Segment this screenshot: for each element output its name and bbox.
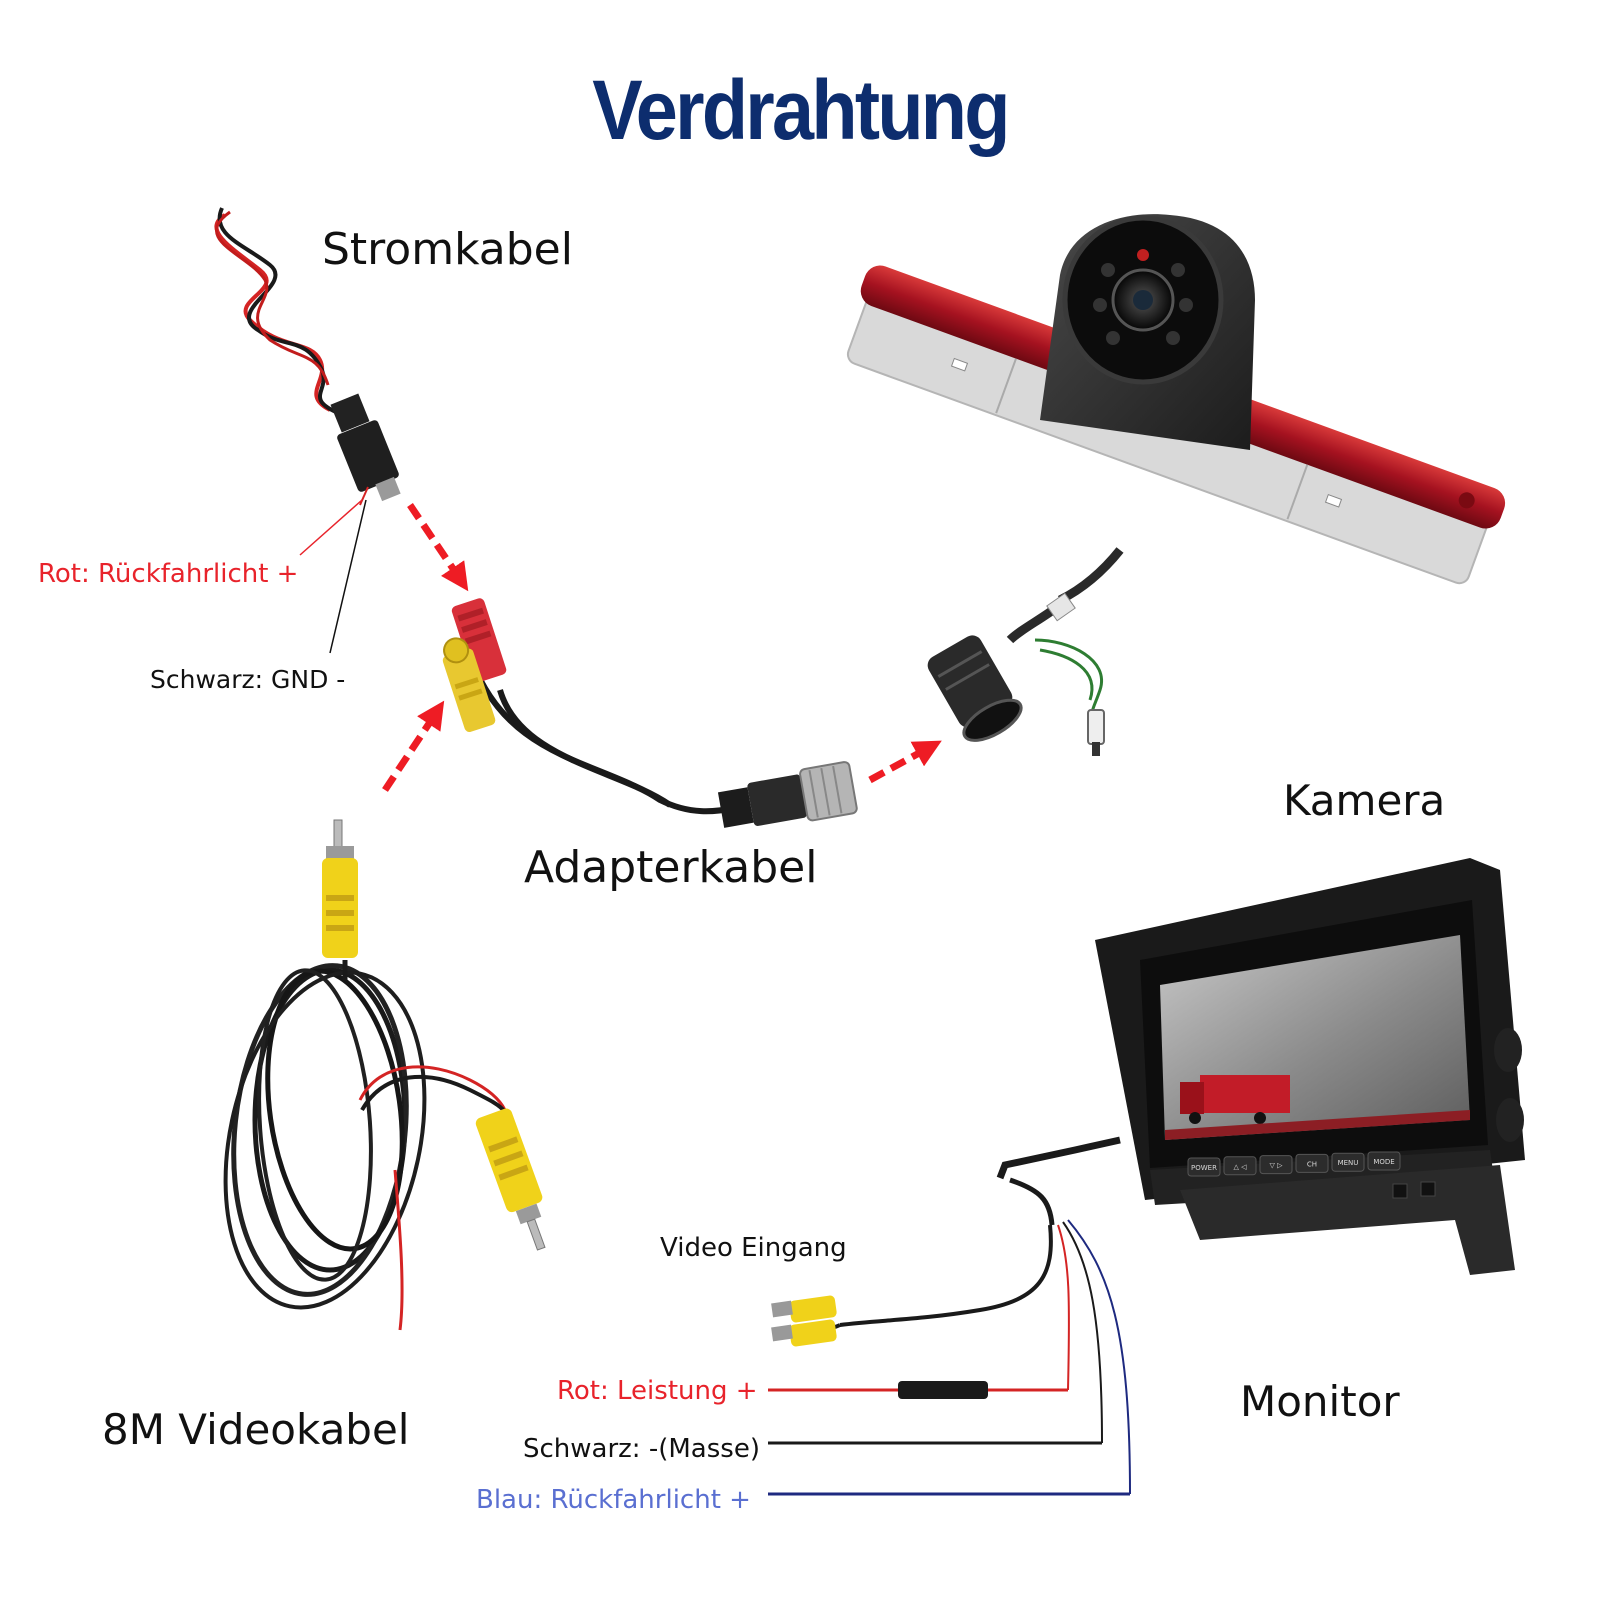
red-wire-leader (299, 499, 363, 556)
diagram-title: Verdrahtung (592, 63, 1010, 157)
strain-relief (330, 393, 370, 433)
monitor-button: ▽ ▷ (1259, 1155, 1293, 1175)
monitor-button-label: ▽ ▷ (1270, 1162, 1284, 1170)
black-wire-leader (329, 499, 367, 654)
arrow-icon (382, 503, 942, 792)
video-cable-label: 8M Videokabel (102, 1405, 410, 1454)
monitor-button-label: CH (1307, 1160, 1317, 1168)
monitor-icon (1095, 858, 1525, 1275)
video-cable (223, 819, 546, 1331)
camera-icon (846, 214, 1506, 605)
truck-image (1200, 1075, 1290, 1113)
monitor-button: MENU (1331, 1152, 1365, 1172)
aviation-connector-icon (927, 592, 1105, 756)
rca-plug-icon (475, 1108, 546, 1251)
power-cable (214, 207, 401, 506)
monitor-button: POWER (1187, 1157, 1221, 1177)
rca-plug-icon (771, 1295, 841, 1347)
fuse-holder (898, 1381, 988, 1399)
dc-jack-icon (337, 420, 399, 492)
black-wire-gnd-label: Schwarz: GND - (150, 665, 346, 694)
camera-label: Kamera (1283, 776, 1446, 825)
black-wire-ground-label: Schwarz: -(Masse) (523, 1434, 760, 1464)
rca-plug-icon (322, 819, 358, 958)
monitor-button: CH (1295, 1153, 1329, 1173)
video-input-label: Video Eingang (660, 1233, 847, 1263)
power-cable-label: Stromkabel (322, 224, 573, 275)
red-wire-reverse-light-label: Rot: Rückfahrlicht + (38, 559, 299, 589)
aviation-connector-icon (717, 761, 858, 828)
monitor-button: △ ◁ (1223, 1156, 1257, 1176)
red-wire-power-label: Rot: Leistung + (557, 1376, 758, 1406)
monitor-button: MODE (1367, 1151, 1401, 1171)
monitor-wiring (768, 1136, 1131, 1496)
monitor-button-label: MODE (1373, 1158, 1394, 1166)
monitor-button-label: △ ◁ (1234, 1163, 1248, 1171)
monitor-button-row: POWER △ ◁ ▽ ▷ CH MENU MODE (1187, 1151, 1401, 1177)
rca-plug-icon (451, 598, 507, 683)
adapter-cable (442, 598, 858, 828)
monitor-button-label: MENU (1338, 1159, 1359, 1167)
adapter-cable-label: Adapterkabel (524, 842, 818, 893)
monitor-button-label: POWER (1191, 1164, 1217, 1172)
blue-wire-reverse-light-label: Blau: Rückfahrlicht + (476, 1485, 751, 1515)
monitor-label: Monitor (1240, 1377, 1400, 1426)
rca-plug-icon (442, 637, 496, 732)
